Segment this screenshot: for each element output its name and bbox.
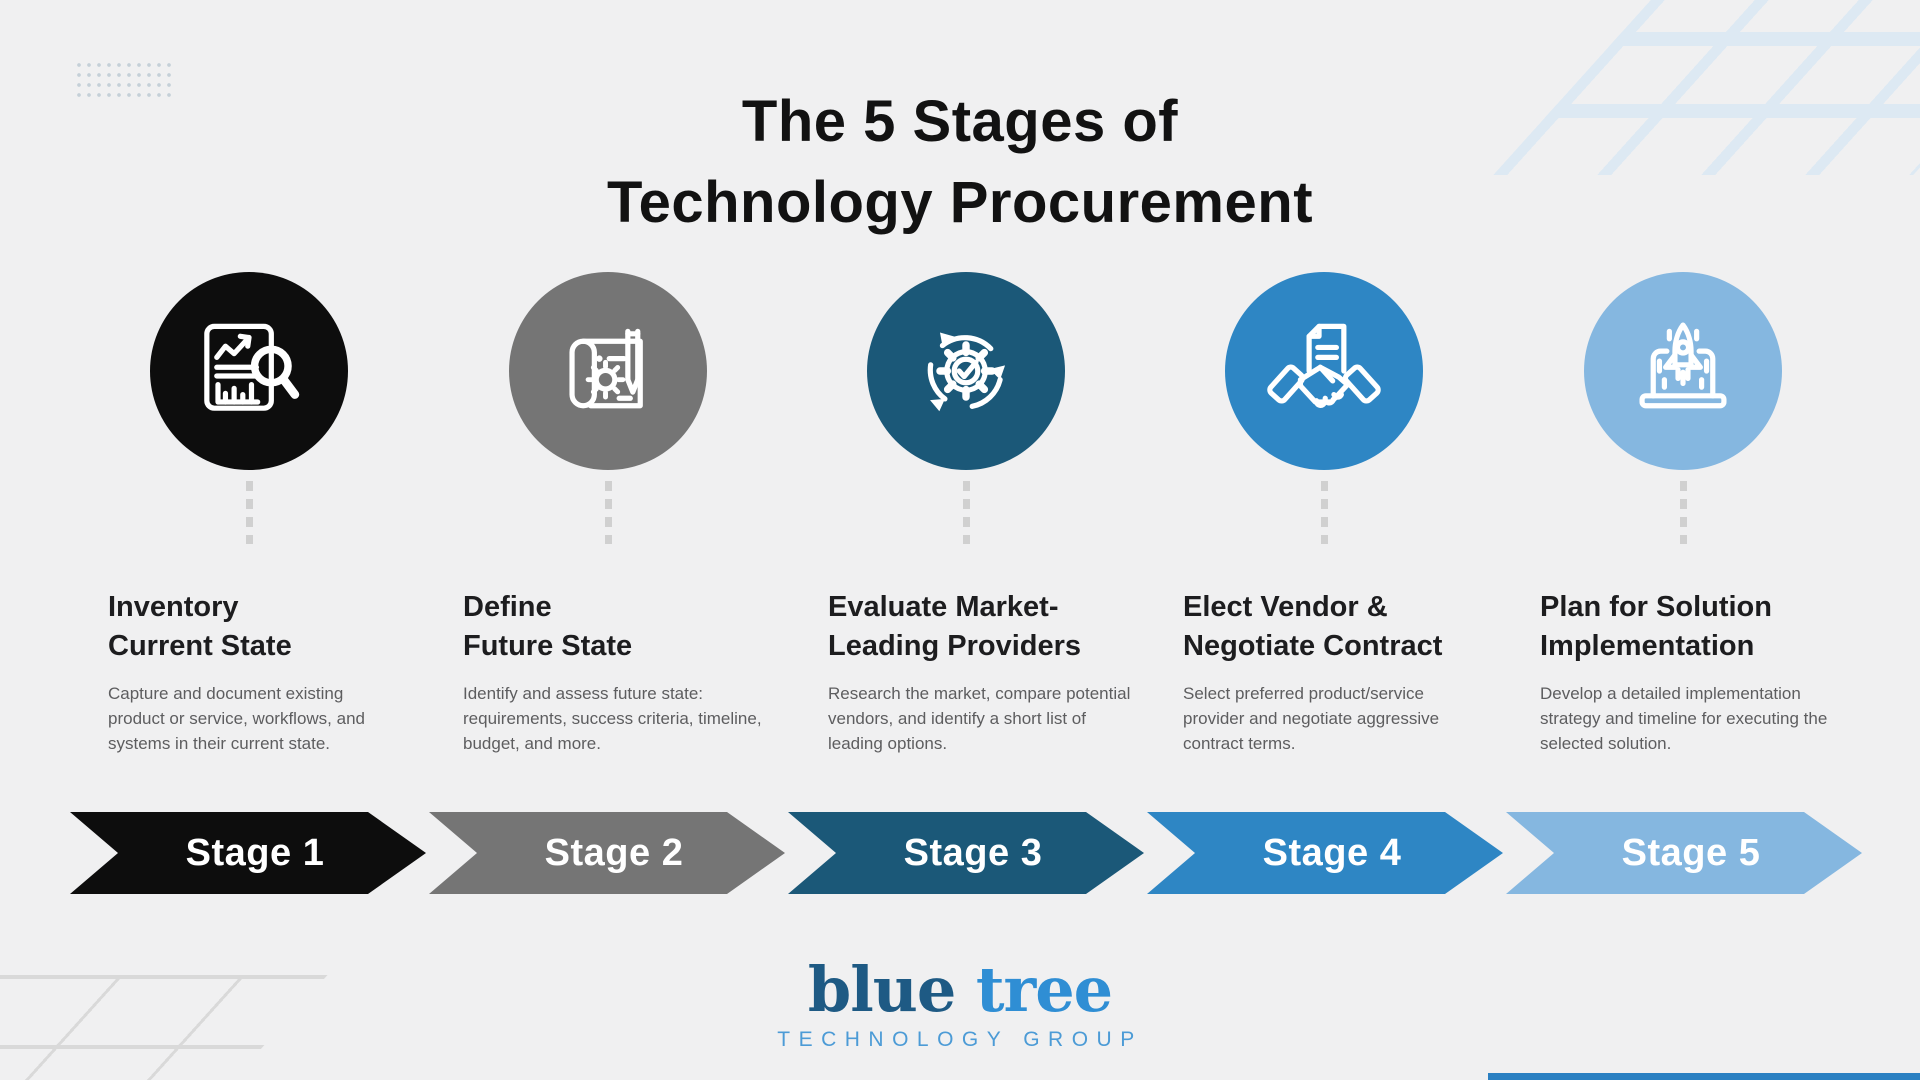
process-cycle-gear-check-icon xyxy=(927,332,1006,412)
stage3-description: Research the market, compare potential v… xyxy=(828,684,1131,753)
logo-wordmark: blue tree xyxy=(0,958,1920,1022)
stage2-title-line1: Define xyxy=(463,591,552,623)
stage5-title-line2: Implementation xyxy=(1540,630,1755,662)
stage1-title-line2: Current State xyxy=(108,630,292,662)
report-analysis-icon xyxy=(204,323,300,411)
stage3-connector xyxy=(963,481,970,544)
company-logo: blue tree TECHNOLOGY GROUP xyxy=(0,958,1920,1052)
stage3-title: Evaluate Market- Leading Providers xyxy=(828,588,1081,666)
stage5-description: Develop a detailed implementation strate… xyxy=(1540,684,1828,753)
stage4-circle xyxy=(1225,272,1423,470)
stage4-arrow-label: Stage 4 xyxy=(1262,831,1402,874)
blueprint-gear-pencil-icon xyxy=(569,328,643,409)
logo-subtitle: TECHNOLOGY GROUP xyxy=(777,1028,1143,1051)
logo-word-tree: tree xyxy=(975,953,1113,1026)
stage1-arrow-label: Stage 1 xyxy=(185,831,325,874)
logo-word-blue: blue xyxy=(807,953,956,1026)
stage3-arrow-label: Stage 3 xyxy=(903,831,1043,874)
dot-grid-decoration xyxy=(72,58,174,98)
stage4-arrow-banner: Stage 4 xyxy=(1147,812,1503,894)
stage4-title-line1: Elect Vendor & xyxy=(1183,591,1388,623)
stage5-arrow-banner: Stage 5 xyxy=(1506,812,1862,894)
stage5-title-line1: Plan for Solution xyxy=(1540,591,1772,623)
stage2-description: Identify and assess future state: requir… xyxy=(463,684,762,753)
stage2-title: Define Future State xyxy=(463,588,632,666)
stage2-connector xyxy=(605,481,612,544)
stage2-arrow-label: Stage 2 xyxy=(544,831,684,874)
stage1-description: Capture and document existing product or… xyxy=(108,684,365,753)
stage3-title-line2: Leading Providers xyxy=(828,630,1082,662)
page-title-line2: Technology Procurement xyxy=(606,169,1314,235)
stage2-circle xyxy=(509,272,707,470)
stage1-title-line1: Inventory xyxy=(108,591,239,623)
stage5-title: Plan for Solution Implementation xyxy=(1540,588,1772,666)
stage1-title: Inventory Current State xyxy=(108,588,292,666)
stage3-circle xyxy=(867,272,1065,470)
stage5-circle xyxy=(1584,272,1782,470)
bottom-accent-bar xyxy=(1488,1073,1920,1080)
page-title-line1: The 5 Stages of xyxy=(741,88,1179,154)
stage1-connector xyxy=(246,481,253,544)
stage1-circle xyxy=(150,272,348,470)
stage3-arrow-banner: Stage 3 xyxy=(788,812,1144,894)
stage4-title: Elect Vendor & Negotiate Contract xyxy=(1183,588,1442,666)
handshake-contract-icon xyxy=(1267,323,1381,408)
stage2-title-line2: Future State xyxy=(463,630,633,662)
stage3-title-line1: Evaluate Market- xyxy=(828,591,1059,623)
stage1-arrow-banner: Stage 1 xyxy=(70,812,426,894)
stage5-arrow-label: Stage 5 xyxy=(1621,831,1761,874)
laptop-rocket-launch-icon xyxy=(1639,322,1727,409)
stage4-title-line2: Negotiate Contract xyxy=(1183,630,1443,662)
stage4-connector xyxy=(1321,481,1328,544)
stage2-arrow-banner: Stage 2 xyxy=(429,812,785,894)
page-title: The 5 Stages of Technology Procurement xyxy=(0,81,1920,243)
stage4-description: Select preferred product/service provide… xyxy=(1183,684,1440,753)
stage5-connector xyxy=(1680,481,1687,544)
